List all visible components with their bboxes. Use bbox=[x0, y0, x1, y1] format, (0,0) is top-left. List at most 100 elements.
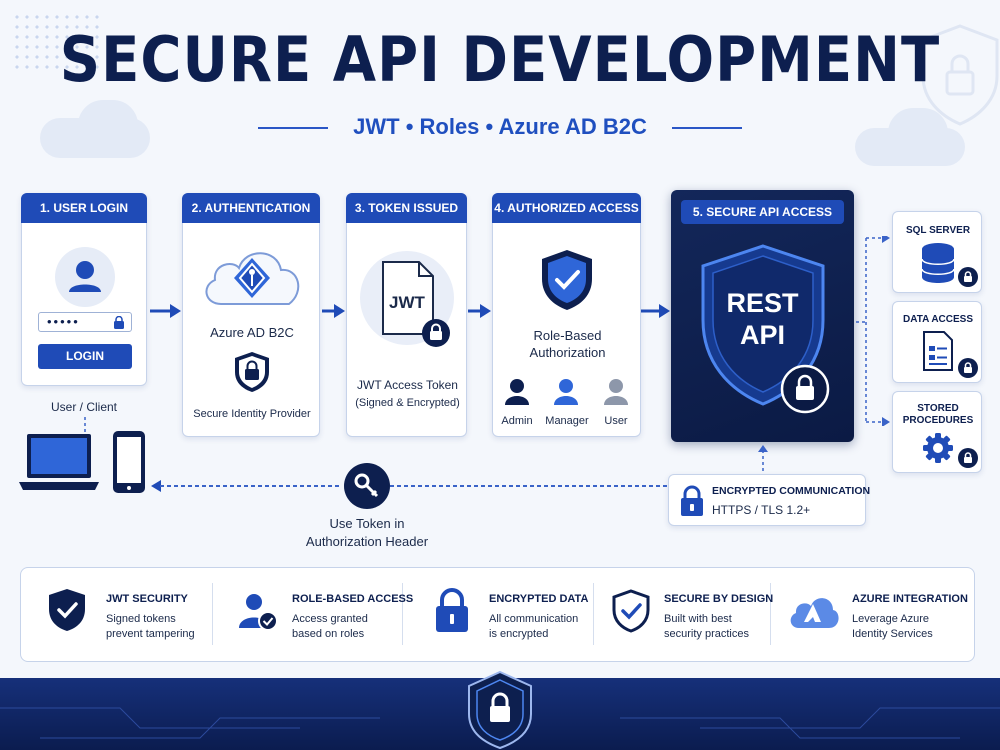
resource-label: SQL SERVER bbox=[905, 225, 971, 236]
step-header: 2. AUTHENTICATION bbox=[182, 193, 320, 223]
role-user: User bbox=[604, 415, 628, 427]
database-icon bbox=[921, 243, 955, 283]
feature-text: is encrypted bbox=[489, 628, 549, 640]
phone-icon bbox=[113, 431, 145, 493]
feature-divider bbox=[770, 583, 771, 645]
password-field[interactable]: ••••• bbox=[38, 312, 132, 332]
key-icon bbox=[344, 463, 390, 509]
dashed-connector bbox=[758, 445, 768, 476]
lock-icon bbox=[681, 485, 703, 516]
feature-text: prevent tampering bbox=[106, 628, 195, 640]
page-title: SECURE API DEVELOPMENT bbox=[59, 24, 941, 97]
feature-title: ROLE-BASED ACCESS bbox=[292, 593, 414, 605]
laptop-icon bbox=[19, 434, 99, 490]
subtitle-bar: JWT • Roles • Azure AD B2C bbox=[0, 112, 1000, 142]
page-subtitle: JWT • Roles • Azure AD B2C bbox=[353, 114, 647, 139]
step-header: 1. USER LOGIN bbox=[21, 193, 147, 223]
feature-divider bbox=[402, 583, 403, 645]
role-manager: Manager bbox=[545, 415, 589, 427]
feature-divider bbox=[593, 583, 594, 645]
step-token-issued: 3. TOKEN ISSUED JWT JWT Access Token (Si… bbox=[346, 193, 467, 437]
cloud-icon bbox=[205, 252, 300, 305]
token-return-line2: Authorization Header bbox=[305, 534, 429, 549]
resource-data-access: DATA ACCESS bbox=[892, 301, 982, 383]
step-header: 4. AUTHORIZED ACCESS bbox=[492, 193, 641, 223]
circuit-pattern bbox=[0, 707, 1000, 739]
background-cloud bbox=[78, 100, 138, 150]
lock-icon bbox=[958, 448, 978, 468]
resource-label: PROCEDURES bbox=[902, 415, 974, 426]
feature-text: based on roles bbox=[292, 628, 365, 640]
feature-title: JWT SECURITY bbox=[106, 593, 188, 605]
lock-icon bbox=[958, 358, 978, 378]
resource-connectors bbox=[856, 236, 890, 426]
footer-band bbox=[0, 670, 1000, 750]
role-auth-label-line2: Authorization bbox=[529, 345, 606, 360]
resource-label: DATA ACCESS bbox=[903, 314, 973, 325]
subtitle-divider bbox=[672, 127, 742, 129]
step-user-login: 1. USER LOGIN ••••• LOGIN bbox=[21, 193, 147, 386]
flow-arrow bbox=[322, 304, 345, 318]
background-cloud bbox=[888, 108, 948, 158]
feature-title: AZURE INTEGRATION bbox=[852, 593, 968, 605]
rest-label: REST bbox=[726, 288, 799, 318]
step-header: 3. TOKEN ISSUED bbox=[346, 193, 467, 223]
shield-lock-icon bbox=[235, 352, 269, 392]
token-sub-caption: (Signed & Encrypted) bbox=[355, 397, 460, 409]
lock-icon bbox=[422, 319, 450, 347]
user-avatar-icon bbox=[55, 247, 115, 307]
feature-text: Leverage Azure bbox=[852, 613, 930, 625]
flow-arrow bbox=[641, 304, 670, 318]
role-admin: Admin bbox=[501, 415, 533, 427]
auth-provider-label: Azure AD B2C bbox=[210, 325, 294, 340]
shield-check-icon bbox=[49, 589, 85, 631]
document-list-icon bbox=[923, 331, 953, 371]
auth-provider-caption: Secure Identity Provider bbox=[193, 408, 311, 420]
token-return-line1: Use Token in bbox=[329, 516, 405, 531]
flow-arrow bbox=[468, 304, 491, 318]
user-check-icon bbox=[239, 594, 278, 631]
feature-text: Identity Services bbox=[852, 628, 933, 640]
step-authorized-access: 4. AUTHORIZED ACCESS Role-Based Authoriz… bbox=[492, 193, 641, 437]
resource-sql-server: SQL SERVER bbox=[892, 211, 982, 293]
shield-icon bbox=[701, 244, 825, 406]
password-mask: ••••• bbox=[47, 314, 80, 329]
manager-person-icon bbox=[554, 379, 578, 405]
lock-icon bbox=[114, 316, 124, 329]
resource-stored-procedures: STORED PROCEDURES bbox=[892, 391, 982, 473]
user-person-icon bbox=[604, 379, 628, 405]
lock-icon bbox=[780, 364, 830, 414]
feature-divider bbox=[212, 583, 213, 645]
step-authentication: 2. AUTHENTICATION Azure AD B2C Secure Id… bbox=[182, 193, 320, 437]
feature-text: Signed tokens bbox=[106, 613, 176, 625]
lock-icon bbox=[958, 267, 978, 287]
encrypted-communication-box: ENCRYPTED COMMUNICATION HTTPS / TLS 1.2+ bbox=[668, 474, 870, 526]
subtitle-divider bbox=[258, 127, 328, 129]
shield-check-icon bbox=[542, 250, 592, 310]
return-arrow bbox=[151, 480, 669, 492]
api-label: API bbox=[739, 320, 785, 350]
feature-text: All communication bbox=[489, 613, 579, 625]
client-label: User / Client bbox=[50, 400, 118, 414]
login-button[interactable]: LOGIN bbox=[38, 344, 132, 369]
feature-title: SECURE BY DESIGN bbox=[664, 593, 774, 605]
step-secure-api-access: 5. SECURE API ACCESS REST API bbox=[671, 190, 854, 442]
jwt-doc-label: JWT bbox=[389, 293, 425, 312]
footer-shield-lock-icon bbox=[468, 670, 532, 750]
resource-label: STORED bbox=[917, 403, 959, 414]
feature-text: Access granted bbox=[292, 613, 368, 625]
feature-text: security practices bbox=[664, 628, 749, 640]
encrypted-title: ENCRYPTED COMMUNICATION bbox=[712, 485, 871, 497]
padlock-icon bbox=[436, 588, 468, 632]
azure-cloud-icon bbox=[790, 598, 839, 628]
flow-arrow bbox=[150, 304, 181, 318]
admin-person-icon bbox=[505, 379, 529, 405]
feature-title: ENCRYPTED DATA bbox=[489, 593, 589, 605]
background-shield-icon bbox=[921, 24, 999, 126]
shield-outline-check-icon bbox=[612, 589, 650, 633]
encrypted-text: HTTPS / TLS 1.2+ bbox=[712, 503, 811, 517]
step-header: 5. SECURE API ACCESS bbox=[681, 200, 844, 224]
role-auth-label-line1: Role-Based bbox=[533, 328, 602, 343]
token-caption: JWT Access Token bbox=[357, 378, 458, 392]
feature-text: Built with best bbox=[664, 613, 732, 625]
